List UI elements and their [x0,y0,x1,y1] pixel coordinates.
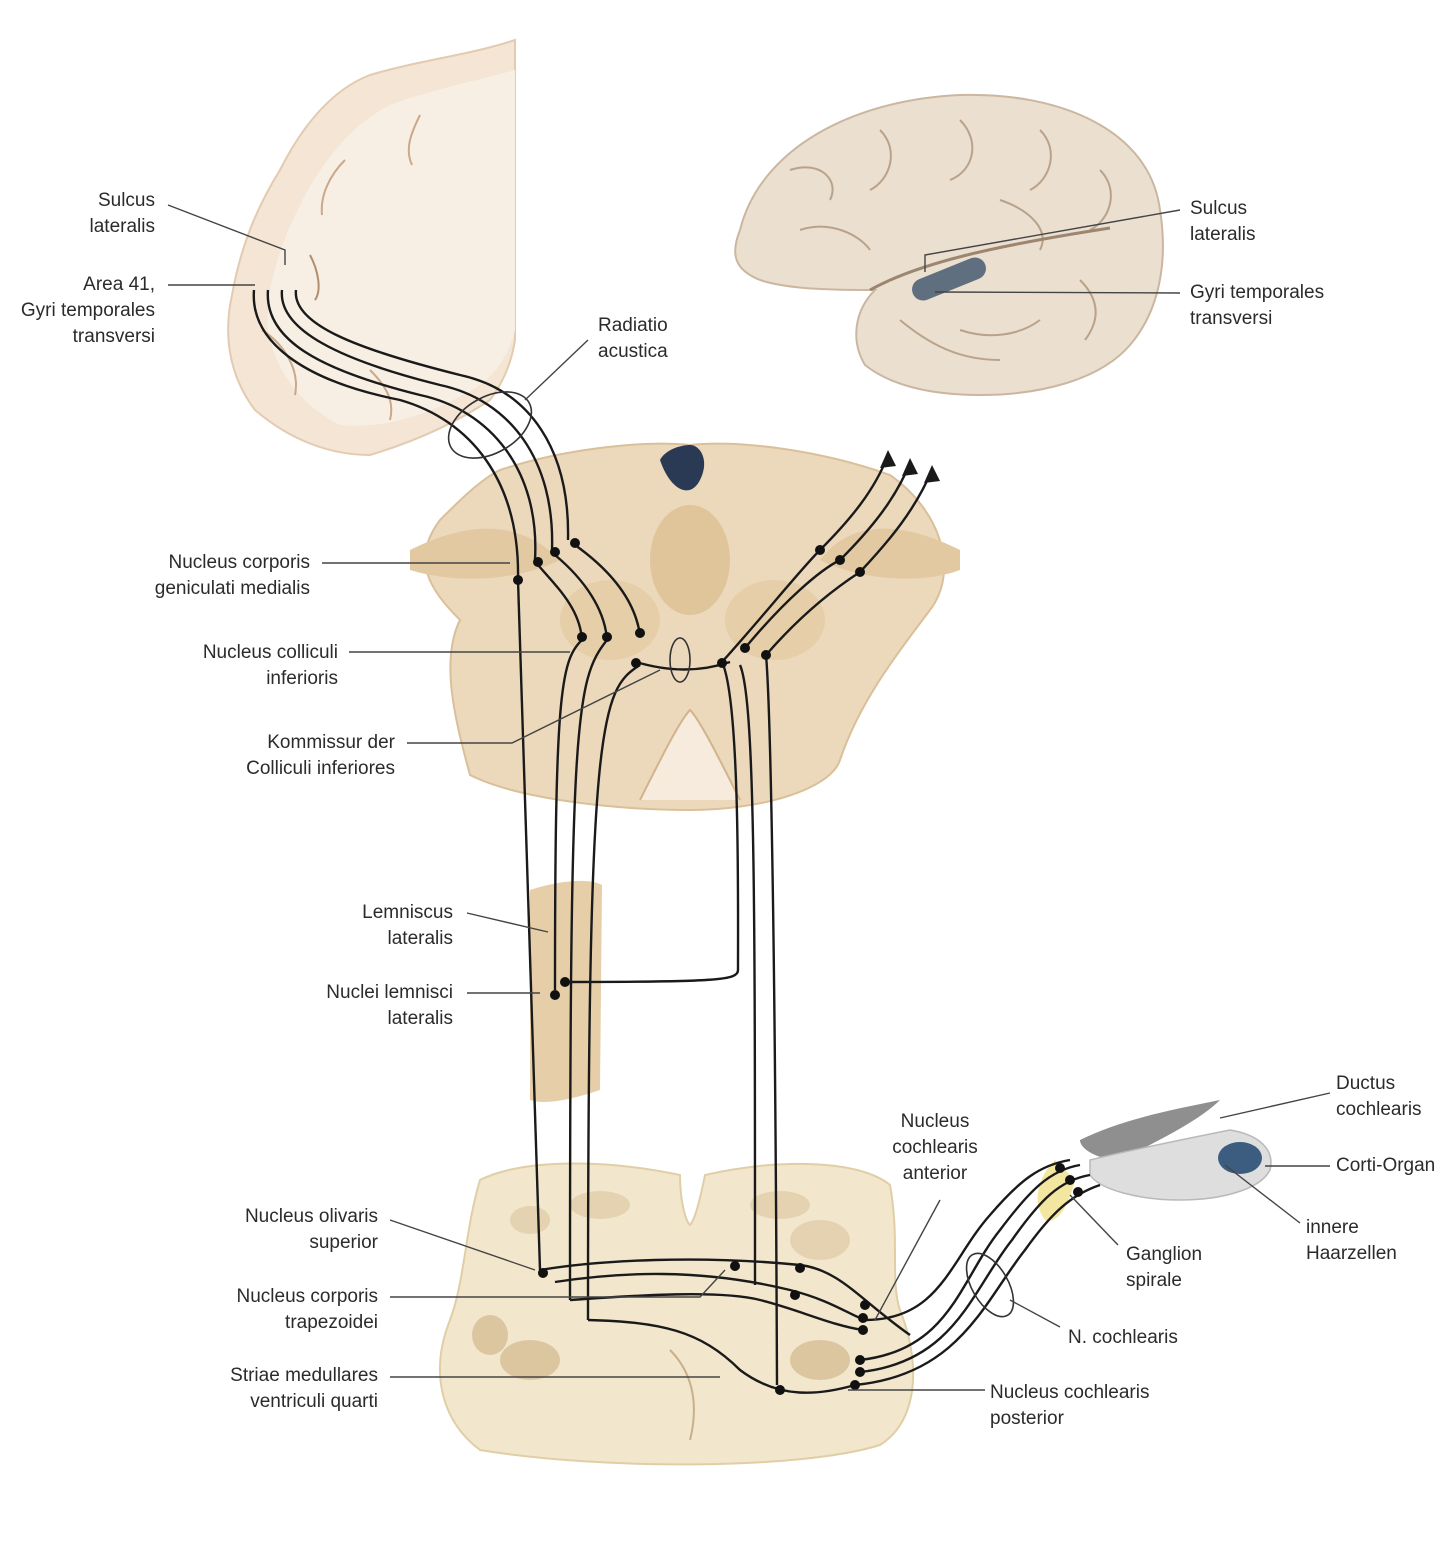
leader-lines [167,204,1331,1391]
brain-coronal-section [227,38,516,457]
synapse-dots [513,538,1083,1395]
brainstem [410,442,960,812]
cochlea [1037,1100,1272,1221]
label-corti-organ: Corti-Organ [1336,1155,1436,1176]
medulla-section [439,1162,915,1466]
bundle-markers [447,391,1015,1318]
auditory-pathway-lines [252,289,1101,1394]
label-n-cochlearis: N. cochlearis [1068,1327,1178,1348]
ascending-arrowheads [880,450,940,483]
lemniscus-lateralis-tissue [530,880,602,1102]
brain-lateral-view [734,93,1164,397]
